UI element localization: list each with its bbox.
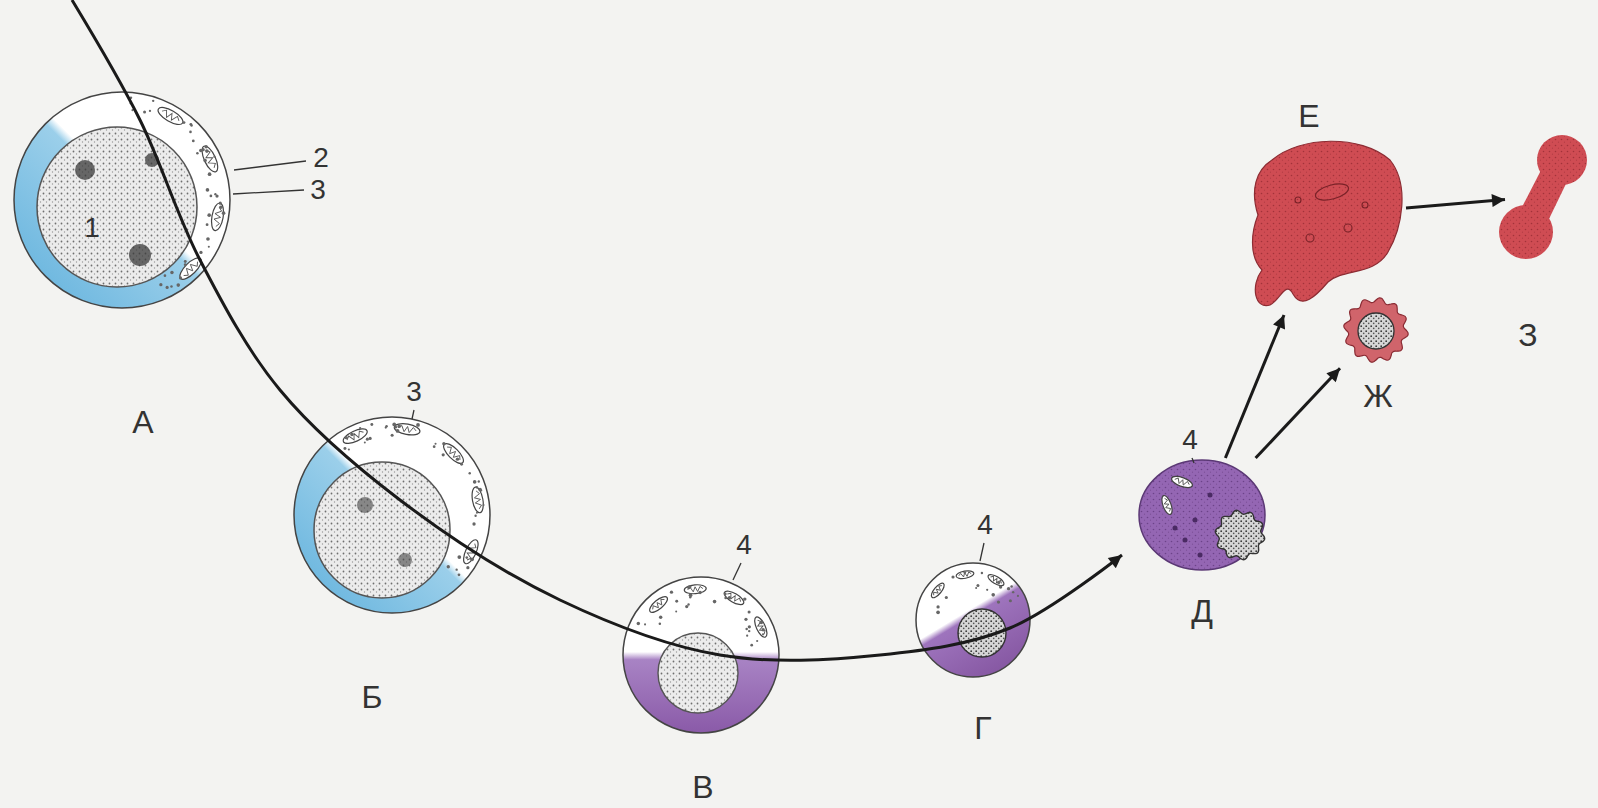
callout-number: 4 [1182,425,1198,456]
mitochondrion [722,589,745,608]
reticulocyte [1253,141,1403,305]
mitochondrion [441,441,467,467]
stage-letter: Е [1298,99,1319,134]
cell-drawing [290,412,495,722]
mitochondrion [1160,494,1174,516]
arrow [1256,368,1340,458]
cell-stage: З [1505,120,1595,356]
cell-stage: А [10,85,242,445]
mitochondrion [956,570,975,580]
cell-membrane [1139,460,1265,570]
mitochondrion [461,538,481,566]
nucleus [37,127,197,287]
nucleus [658,633,738,713]
callout-number: 4 [736,530,752,561]
mitochondrion [341,426,369,446]
cell-stage: В [618,572,784,806]
arrow [1406,199,1505,208]
mitochondrion [470,486,485,513]
mitochondrion [647,594,670,615]
cell-drawing [10,85,242,445]
callout-number: 4 [977,510,993,541]
cell-membrane [623,577,779,733]
callout-number: 2 [313,143,329,174]
stage-letter: З [1518,318,1537,353]
mitochondrion [210,202,226,232]
extruded-nucleus [1344,298,1408,362]
cell-stage: Г [911,558,1035,750]
cell-stage: Д [1135,458,1270,633]
erythrocyte [1499,135,1587,259]
mitochondrion [986,573,1005,588]
arrow [1225,315,1284,458]
nucleolus [145,153,159,167]
mitochondrion [393,422,420,437]
cell-membrane [916,563,1030,677]
leader-line [233,190,304,194]
nucleolus [75,160,95,180]
mitochondrion [752,615,769,639]
leader-line [733,563,741,580]
sequence-arrow [72,0,1122,660]
leader-line [234,161,306,170]
callout-number: 1 [84,213,100,244]
cell-stage: Б [290,412,495,722]
cell-stage: Ж [1340,294,1414,416]
cell-stage: Е [1248,95,1406,315]
nucleus [314,462,450,598]
cell-drawing [1248,95,1406,315]
stage-letter: А [132,405,153,440]
stage-letter: В [692,770,713,805]
stage-letter: Г [974,711,991,746]
stage-letter: Д [1191,594,1213,629]
nucleus [1215,510,1264,559]
mitochondrion [199,144,221,174]
leader-line [980,543,984,561]
stage-letter: Ж [1363,379,1393,414]
callout-number: 3 [406,377,422,408]
mitochondrion [684,584,707,595]
stage-letter: Б [362,680,383,715]
cell-membrane [14,92,230,308]
cell-drawing [911,558,1035,750]
leader-line [412,410,414,419]
mitochondrion [156,104,186,128]
mitochondrion [1170,474,1194,490]
nucleolus [129,244,151,266]
mitochondrion [929,581,946,599]
callout-number: 3 [310,175,326,206]
cell-membrane [294,417,490,613]
mitochondrion [177,255,205,283]
nucleus [958,609,1006,657]
